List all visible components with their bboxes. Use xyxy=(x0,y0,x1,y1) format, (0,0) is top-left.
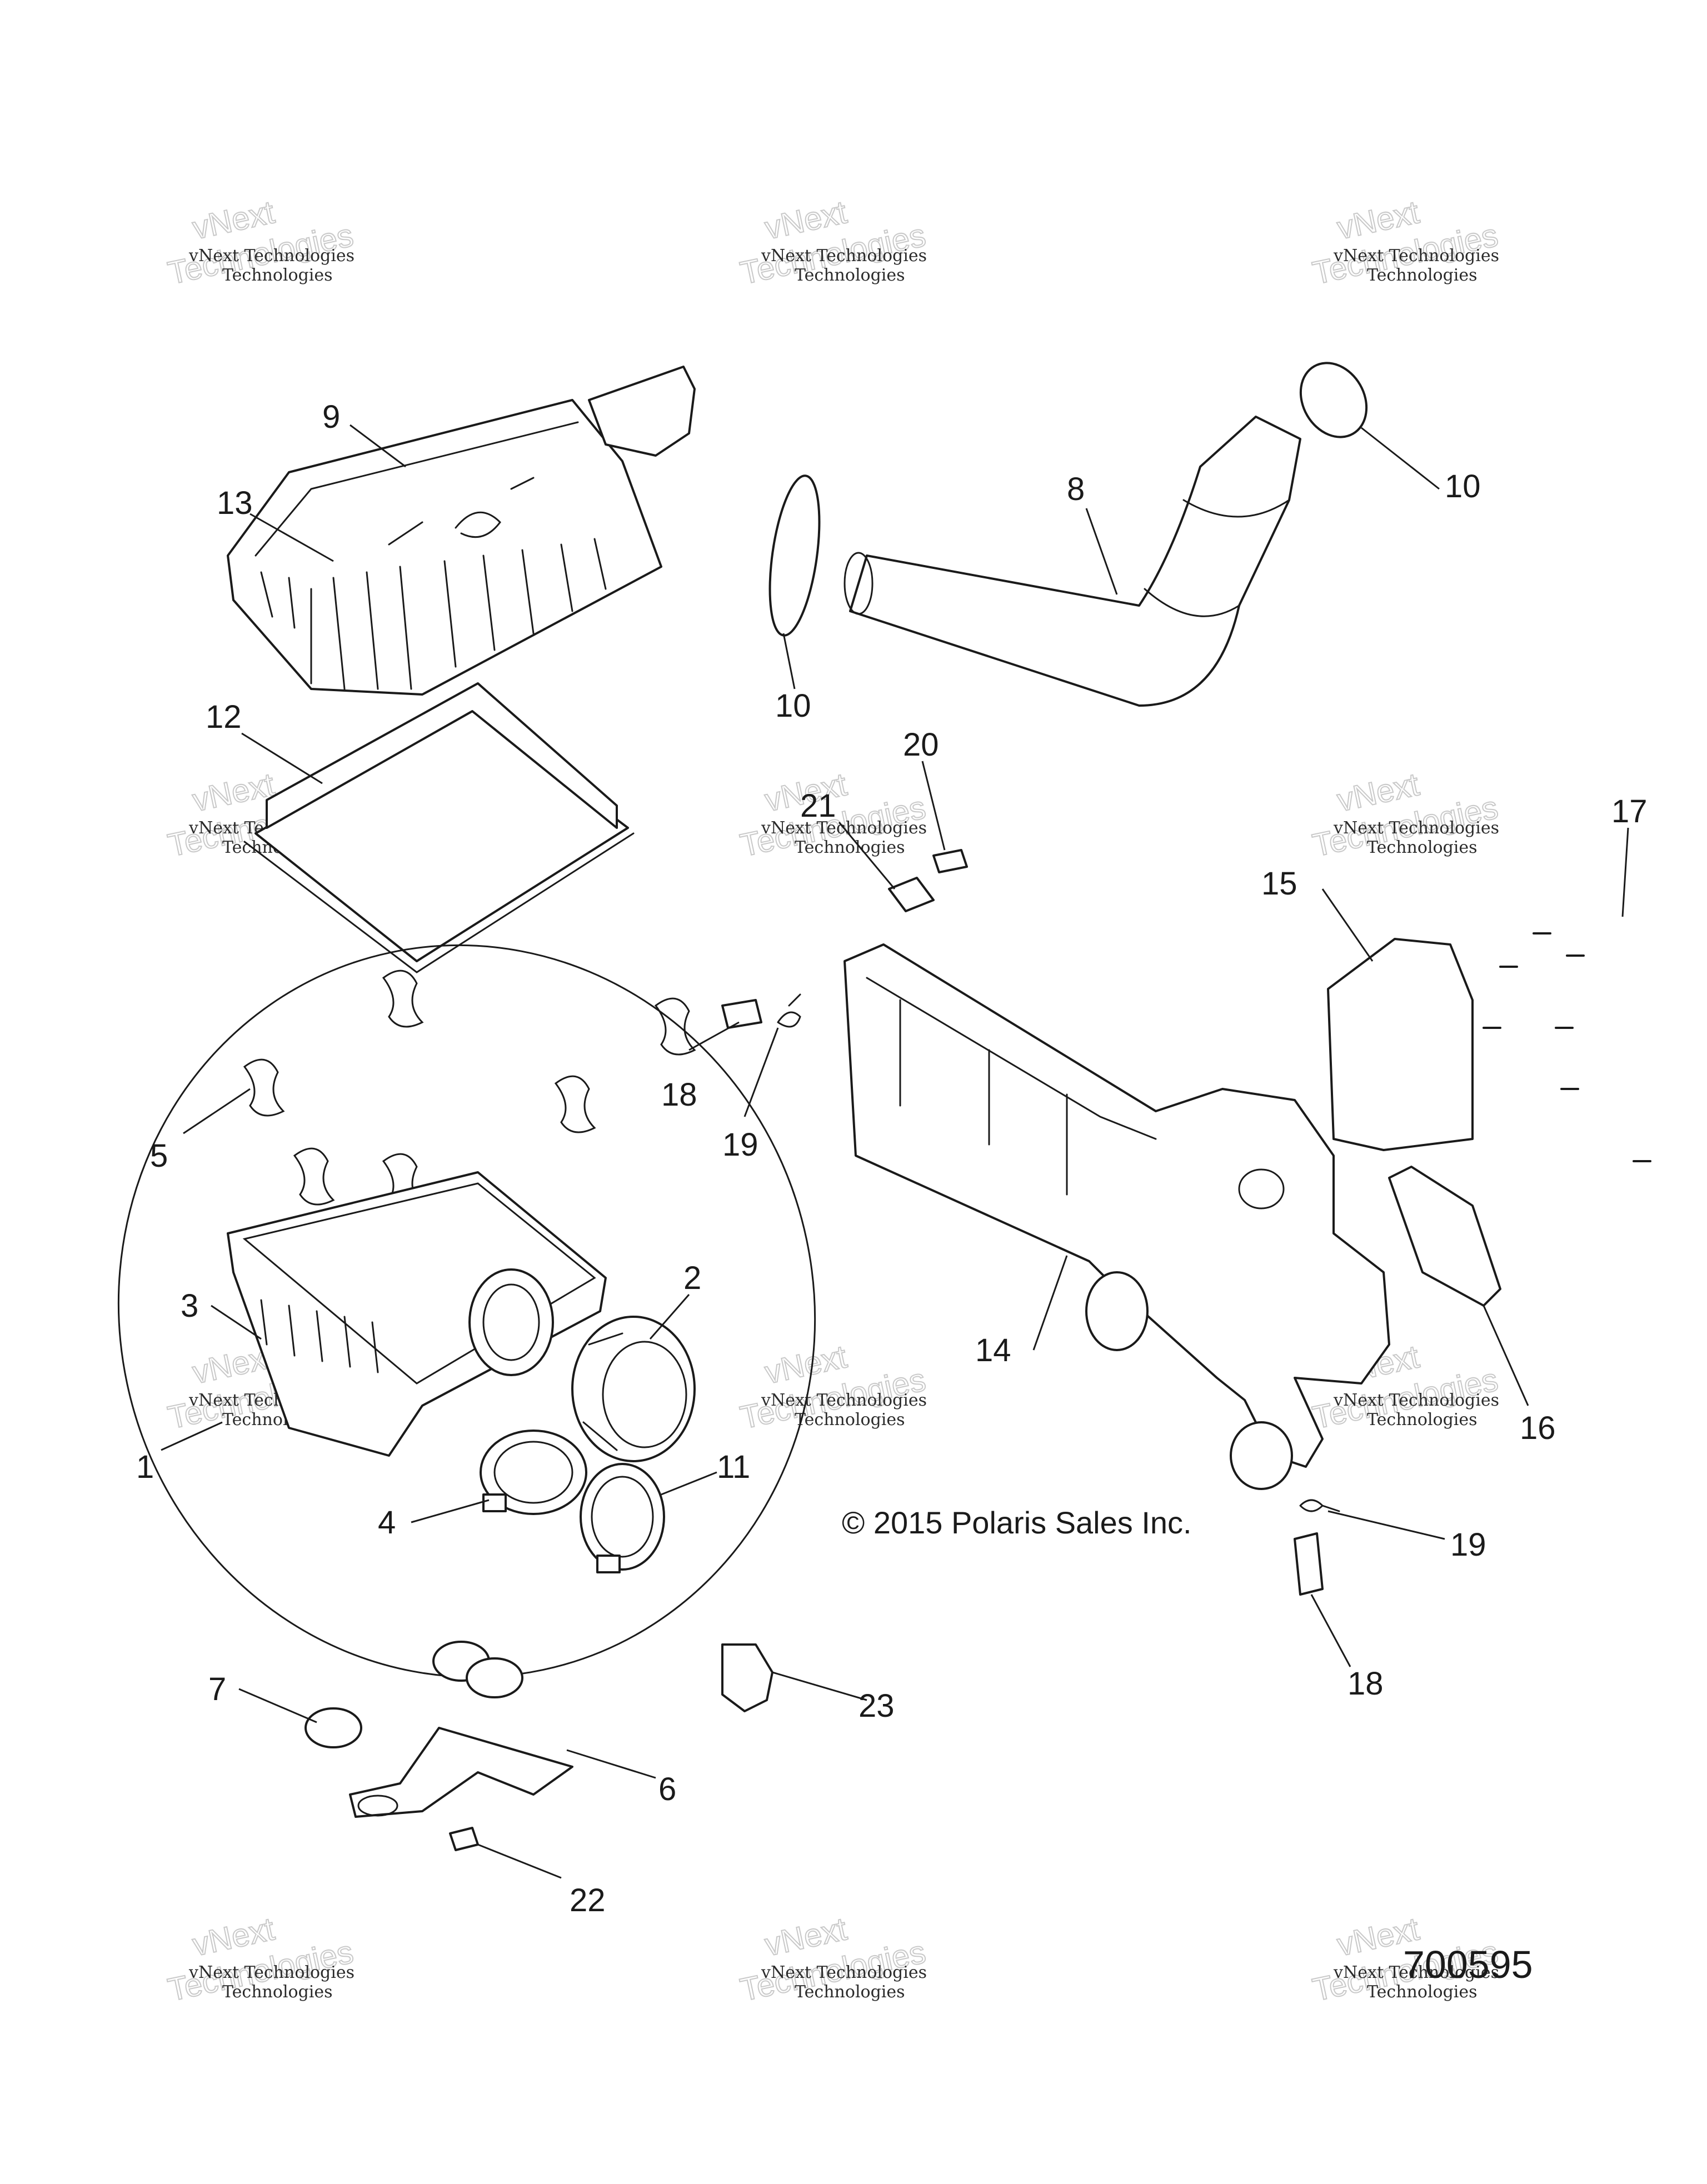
callout-8: 8 xyxy=(1067,471,1085,507)
callout-23: 23 xyxy=(859,1688,895,1724)
svg-text:Technologies: Technologies xyxy=(795,1982,905,2002)
callout-6: 6 xyxy=(658,1771,676,1807)
svg-text:vNext Technologies: vNext Technologies xyxy=(761,246,927,266)
callout-13: 13 xyxy=(217,485,253,521)
intake-duct xyxy=(843,416,1301,707)
callout-3: 3 xyxy=(181,1288,198,1324)
clip-21 xyxy=(888,877,935,912)
svg-text:vNext Technologies: vNext Technologies xyxy=(188,1963,355,1982)
svg-text:vNext Technologies: vNext Technologies xyxy=(1333,1391,1499,1410)
screws-17 xyxy=(1483,932,1651,1162)
intake-housing xyxy=(843,943,1390,1490)
fastener-20 xyxy=(932,849,968,873)
air-filter xyxy=(243,682,635,973)
callout-12: 12 xyxy=(206,699,242,735)
clamp-10-left xyxy=(768,474,821,637)
callout-17: 17 xyxy=(1611,793,1648,829)
watermark-3: vNext Technologies vNext Technologies Te… xyxy=(1309,193,1502,292)
airbox-assembly-outline xyxy=(117,944,816,1678)
callout-22: 22 xyxy=(570,1882,606,1918)
foam-block-15 xyxy=(1327,938,1474,1151)
callout-21: 21 xyxy=(800,788,836,824)
watermark-12: vNext Technologies vNext Technologies Te… xyxy=(1309,1910,1502,2008)
watermark-10: vNext Technologies vNext Technologies Te… xyxy=(164,1910,357,2008)
clamp-10-right xyxy=(1299,362,1368,438)
callout-20: 20 xyxy=(903,727,939,763)
bolt-22 xyxy=(449,1827,479,1851)
foam-pad-16 xyxy=(1388,1166,1501,1307)
callout-10-left: 10 xyxy=(775,688,811,724)
svg-text:Technologies: Technologies xyxy=(1367,266,1478,285)
grommet-18-top xyxy=(721,999,762,1029)
callout-19-top: 19 xyxy=(722,1127,758,1163)
watermark-11: vNext Technologies vNext Technologies Te… xyxy=(737,1910,930,2008)
callout-7: 7 xyxy=(208,1671,226,1707)
callout-18-top: 18 xyxy=(661,1077,697,1113)
clip-19-top xyxy=(777,993,801,1028)
watermark-6: vNext Technologies vNext Technologies Te… xyxy=(1309,766,1502,864)
clamp-4 xyxy=(480,1430,587,1515)
callout-10-right: 10 xyxy=(1445,468,1481,504)
airbox-base xyxy=(227,1171,607,1457)
watermark-1: vNext Technologies vNext Technologies Te… xyxy=(164,193,357,292)
callout-14: 14 xyxy=(975,1332,1011,1368)
callout-5: 5 xyxy=(150,1138,168,1174)
copyright-notice: © 2015 Polaris Sales Inc. xyxy=(842,1505,1192,1540)
watermark-2: vNext Technologies vNext Technologies Te… xyxy=(737,193,930,292)
svg-text:vNext Technologies: vNext Technologies xyxy=(1333,818,1499,838)
clamp-11 xyxy=(580,1463,665,1573)
svg-text:Technologies: Technologies xyxy=(1367,838,1478,857)
svg-text:Technologies: Technologies xyxy=(1367,1410,1478,1430)
callout-9: 9 xyxy=(322,399,340,435)
svg-text:vNext Technologies: vNext Technologies xyxy=(188,246,355,266)
svg-text:Technologies: Technologies xyxy=(795,838,905,857)
callout-1: 1 xyxy=(136,1449,154,1485)
bracket-hole xyxy=(357,1795,398,1817)
callout-15: 15 xyxy=(1261,866,1297,902)
svg-text:Technologies: Technologies xyxy=(222,1982,333,2002)
intake-boot xyxy=(571,1316,696,1462)
svg-text:vNext Technologies: vNext Technologies xyxy=(761,1391,927,1410)
callout-11: 11 xyxy=(717,1449,750,1485)
svg-text:vNext Technologies: vNext Technologies xyxy=(1333,246,1499,266)
svg-text:vNext Technologies: vNext Technologies xyxy=(1333,1963,1499,1982)
drawing-number: 700595 xyxy=(1403,1943,1533,1986)
clip-23 xyxy=(721,1643,773,1712)
grommet-18-bottom xyxy=(1294,1532,1324,1596)
callout-2: 2 xyxy=(683,1260,701,1296)
clip-19-bottom xyxy=(1299,1499,1340,1512)
svg-text:vNext Technologies: vNext Technologies xyxy=(761,1963,927,1982)
svg-text:Technologies: Technologies xyxy=(1367,1982,1478,2002)
svg-text:Technologies: Technologies xyxy=(222,266,333,285)
callout-4: 4 xyxy=(378,1505,396,1541)
leader-lines xyxy=(161,424,1629,1879)
airbox-cover xyxy=(227,366,696,696)
svg-text:Technologies: Technologies xyxy=(795,1410,905,1430)
svg-text:Technologies: Technologies xyxy=(795,266,905,285)
mount-bracket xyxy=(349,1727,573,1818)
callout-19-bottom: 19 xyxy=(1450,1527,1486,1563)
callout-18-bottom: 18 xyxy=(1347,1666,1384,1702)
watermark-8: vNext Technologies vNext Technologies Te… xyxy=(737,1338,930,1436)
grommets-7 xyxy=(305,1641,523,1748)
callout-16: 16 xyxy=(1520,1410,1556,1446)
